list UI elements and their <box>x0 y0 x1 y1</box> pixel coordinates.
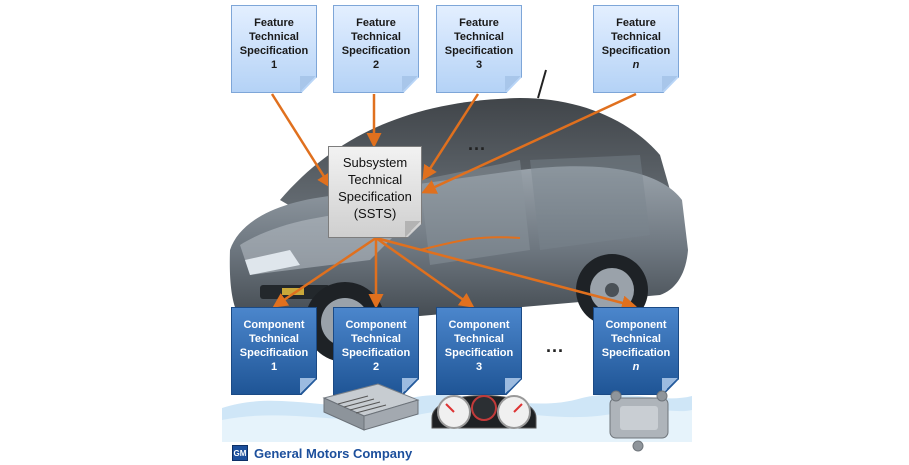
component-spec-2-line3: Specification <box>341 347 411 359</box>
component-spec-n-number: n <box>632 361 640 373</box>
feature-spec-3-number: 3 <box>475 59 483 71</box>
ellipsis-features: ... <box>468 134 487 154</box>
feature-spec-1-line1: Feature <box>254 17 294 29</box>
arrow-featuren-ssts <box>421 92 637 194</box>
feature-spec-3-line3: Specification <box>444 45 514 57</box>
component-spec-n-line3: Specification <box>601 347 671 359</box>
component-spec-n: Component Technical Specification n <box>593 307 679 395</box>
company-name: General Motors Company <box>254 445 413 461</box>
component-spec-2-number: 2 <box>372 361 380 373</box>
arrow-feature1-ssts <box>270 93 332 189</box>
arrow-ssts-componentn <box>375 236 637 311</box>
ssts-line2: Technical <box>347 172 403 187</box>
component-spec-2: Component Technical Specification 2 <box>333 307 419 395</box>
component-spec-n-line1: Component <box>605 319 667 331</box>
component-spec-3-line2: Technical <box>454 333 504 345</box>
ssts-line4: (SSTS) <box>353 206 397 221</box>
feature-spec-n-line3: Specification <box>601 45 671 57</box>
feature-spec-1: Feature Technical Specification 1 <box>231 5 317 93</box>
feature-spec-3-line2: Technical <box>454 31 504 43</box>
arrow-ssts-component3 <box>375 236 475 308</box>
feature-spec-n-line2: Technical <box>611 31 661 43</box>
component-spec-1-number: 1 <box>270 361 278 373</box>
ssts-line3: Specification <box>338 189 412 204</box>
control-module-icon <box>609 390 669 452</box>
feature-spec-2-line3: Specification <box>341 45 411 57</box>
component-spec-2-line2: Technical <box>351 333 401 345</box>
component-spec-3: Component Technical Specification 3 <box>436 307 522 395</box>
component-spec-3-line1: Component <box>448 319 510 331</box>
feature-spec-1-number: 1 <box>270 59 278 71</box>
gm-badge-icon: GM <box>232 445 248 461</box>
feature-spec-3: Feature Technical Specification 3 <box>436 5 522 93</box>
feature-spec-2-line2: Technical <box>351 31 401 43</box>
component-spec-1-line3: Specification <box>239 347 309 359</box>
feature-spec-n: Feature Technical Specification n <box>593 5 679 93</box>
gm-logo: GM General Motors Company <box>232 445 412 461</box>
component-spec-3-number: 3 <box>475 361 483 373</box>
ssts-line1: Subsystem <box>342 155 408 170</box>
component-spec-1-line2: Technical <box>249 333 299 345</box>
instrument-cluster-icon <box>431 395 537 429</box>
feature-spec-1-line2: Technical <box>249 31 299 43</box>
arrow-feature3-ssts <box>422 93 480 181</box>
feature-spec-n-line1: Feature <box>616 17 656 29</box>
ssts-spec: Subsystem Technical Specification (SSTS) <box>328 146 422 238</box>
feature-spec-2: Feature Technical Specification 2 <box>333 5 419 93</box>
component-spec-3-line3: Specification <box>444 347 514 359</box>
ellipsis-components: ... <box>546 336 565 356</box>
component-spec-n-line2: Technical <box>611 333 661 345</box>
feature-spec-n-number: n <box>632 59 640 71</box>
feature-spec-2-line1: Feature <box>356 17 396 29</box>
feature-spec-2-number: 2 <box>372 59 380 71</box>
ecu-module-icon <box>322 383 420 431</box>
component-spec-1: Component Technical Specification 1 <box>231 307 317 395</box>
feature-spec-3-line1: Feature <box>459 17 499 29</box>
component-spec-1-line1: Component <box>243 319 305 331</box>
feature-spec-1-line3: Specification <box>239 45 309 57</box>
component-spec-2-line1: Component <box>345 319 407 331</box>
arrow-ssts-component1 <box>272 236 377 308</box>
